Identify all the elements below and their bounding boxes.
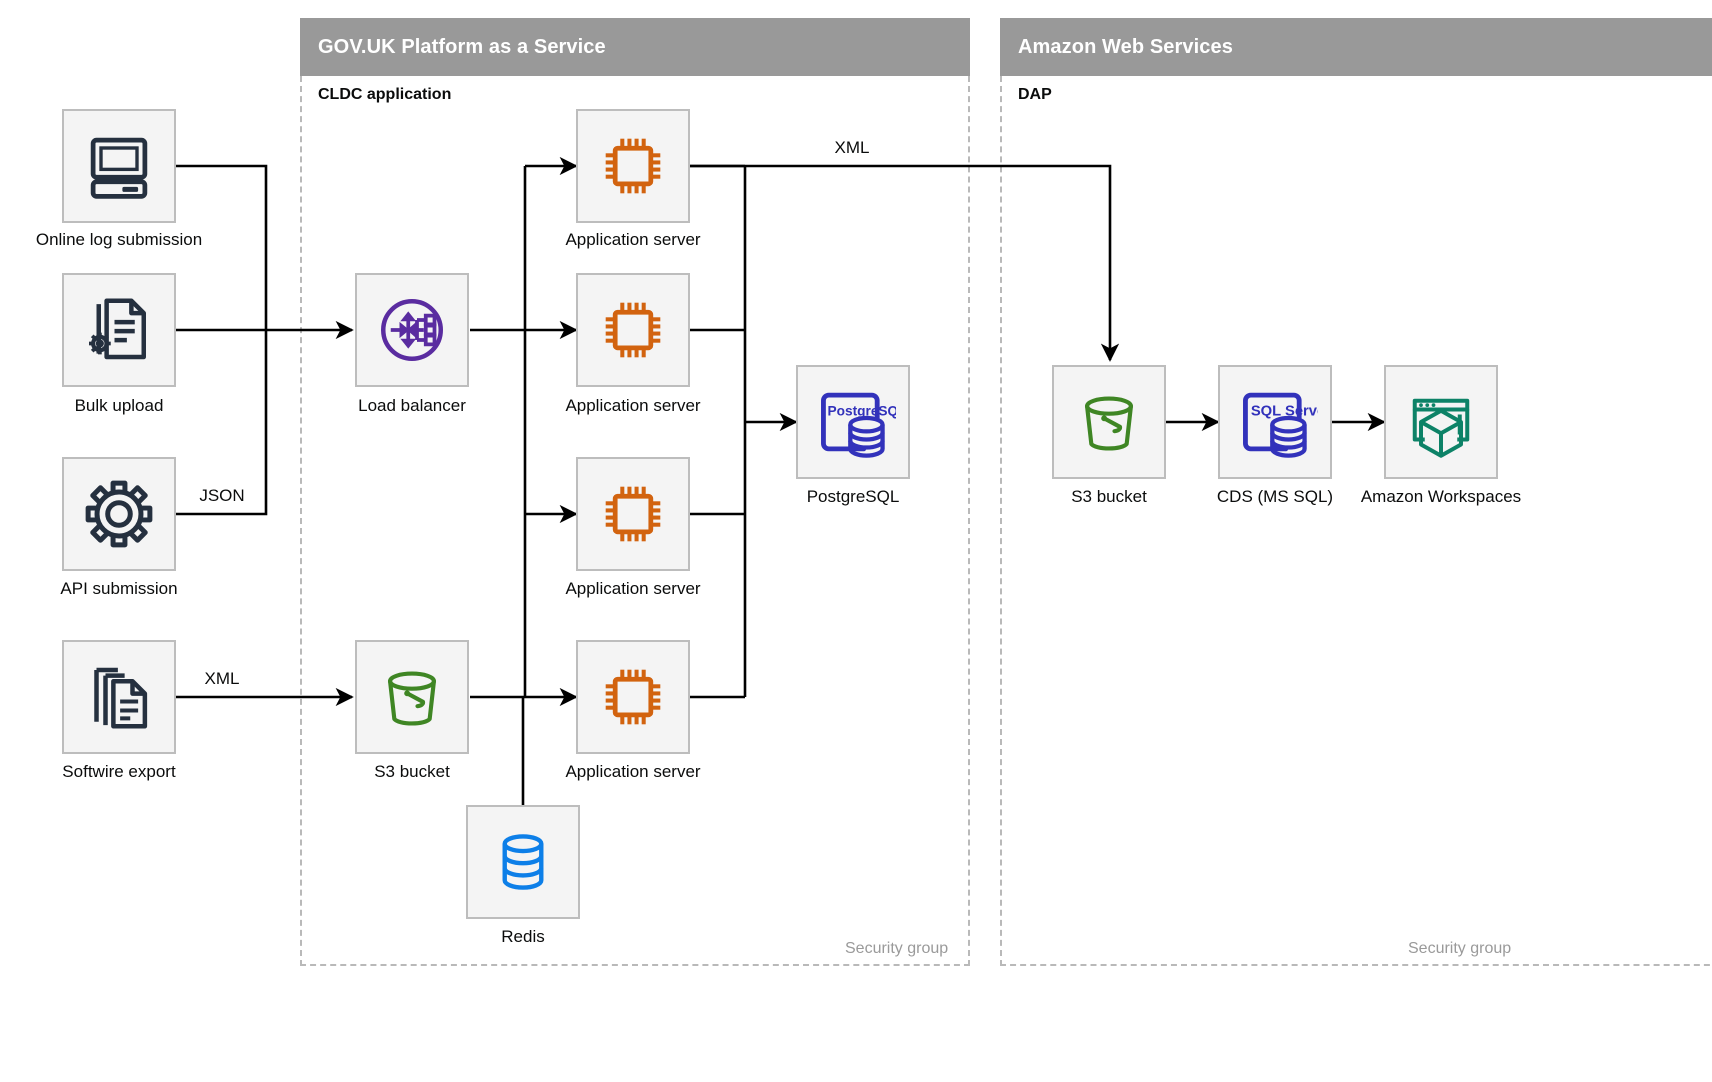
document-gear-icon (89, 298, 146, 360)
sub-label-dap: DAP (1018, 86, 1052, 103)
desktop-computer-icon (90, 137, 148, 199)
node-label-cds-ms-sql: CDS (MS SQL) (1216, 487, 1334, 506)
documents-stack-icon (94, 667, 148, 729)
node-load-balancer[interactable] (355, 273, 469, 387)
node-s3-bucket-aws[interactable] (1052, 365, 1166, 479)
node-label-s3-bucket-aws: S3 bucket (1071, 487, 1147, 506)
cpu-chip-icon (605, 669, 661, 725)
group-box-aws (1000, 76, 1712, 966)
edge-label-xml-dap: XML (830, 138, 874, 158)
node-label-softwire-export: Softwire export (62, 762, 176, 781)
cpu-chip-icon (605, 486, 661, 542)
node-label-postgresql: PostgreSQL (806, 487, 900, 506)
node-softwire-export[interactable] (62, 640, 176, 754)
node-redis[interactable] (466, 805, 580, 919)
group-header-aws-label: Amazon Web Services (1018, 35, 1233, 58)
node-app-server-3[interactable] (576, 457, 690, 571)
amazon-workspaces-icon (1412, 398, 1470, 458)
node-s3-bucket-paas[interactable] (355, 640, 469, 754)
s3-bucket-icon (1084, 396, 1134, 451)
svg-text:SQL Server: SQL Server (1251, 403, 1318, 419)
gear-icon (85, 480, 153, 548)
edge-label-json: JSON (195, 486, 249, 506)
node-app-server-2[interactable] (576, 273, 690, 387)
node-label-amazon-workspaces: Amazon Workspaces (1360, 487, 1522, 506)
security-group-label-paas: Security group (845, 940, 949, 957)
node-online-log-submission[interactable] (62, 109, 176, 223)
node-label-api-submission: API submission (60, 579, 178, 598)
node-amazon-workspaces[interactable] (1384, 365, 1498, 479)
sub-label-cldc-application: CLDC application (318, 86, 452, 103)
s3-bucket-icon (387, 671, 437, 726)
postgresql-database-icon: PostgreSQL (821, 392, 896, 458)
node-cds-ms-sql[interactable]: SQL Server (1218, 365, 1332, 479)
node-postgresql[interactable]: PostgreSQL (796, 365, 910, 479)
node-label-load-balancer: Load balancer (358, 396, 466, 415)
edge-label-xml-softwire: XML (200, 669, 244, 689)
redis-database-icon (502, 834, 544, 890)
node-label-bulk-upload: Bulk upload (74, 396, 164, 415)
node-label-s3-bucket-paas: S3 bucket (374, 762, 450, 781)
group-box-paas (300, 76, 970, 966)
svg-text:PostgreSQL: PostgreSQL (827, 403, 896, 418)
load-balancer-icon (381, 299, 443, 361)
cpu-chip-icon (605, 138, 661, 194)
node-label-app-server-2: Application server (565, 396, 701, 415)
node-api-submission[interactable] (62, 457, 176, 571)
node-label-online-log-submission: Online log submission (35, 230, 203, 249)
cpu-chip-icon (605, 302, 661, 358)
node-label-app-server-3: Application server (565, 579, 701, 598)
group-header-aws: Amazon Web Services (1000, 18, 1712, 76)
node-label-app-server-1: Application server (565, 230, 701, 249)
node-label-app-server-4: Application server (565, 762, 701, 781)
node-app-server-4[interactable] (576, 640, 690, 754)
security-group-label-aws: Security group (1408, 940, 1512, 957)
group-header-paas: GOV.UK Platform as a Service (300, 18, 970, 76)
node-bulk-upload[interactable] (62, 273, 176, 387)
sql-server-icon: SQL Server (1243, 392, 1318, 458)
node-label-redis: Redis (501, 927, 545, 946)
node-app-server-1[interactable] (576, 109, 690, 223)
group-header-paas-label: GOV.UK Platform as a Service (318, 35, 606, 58)
